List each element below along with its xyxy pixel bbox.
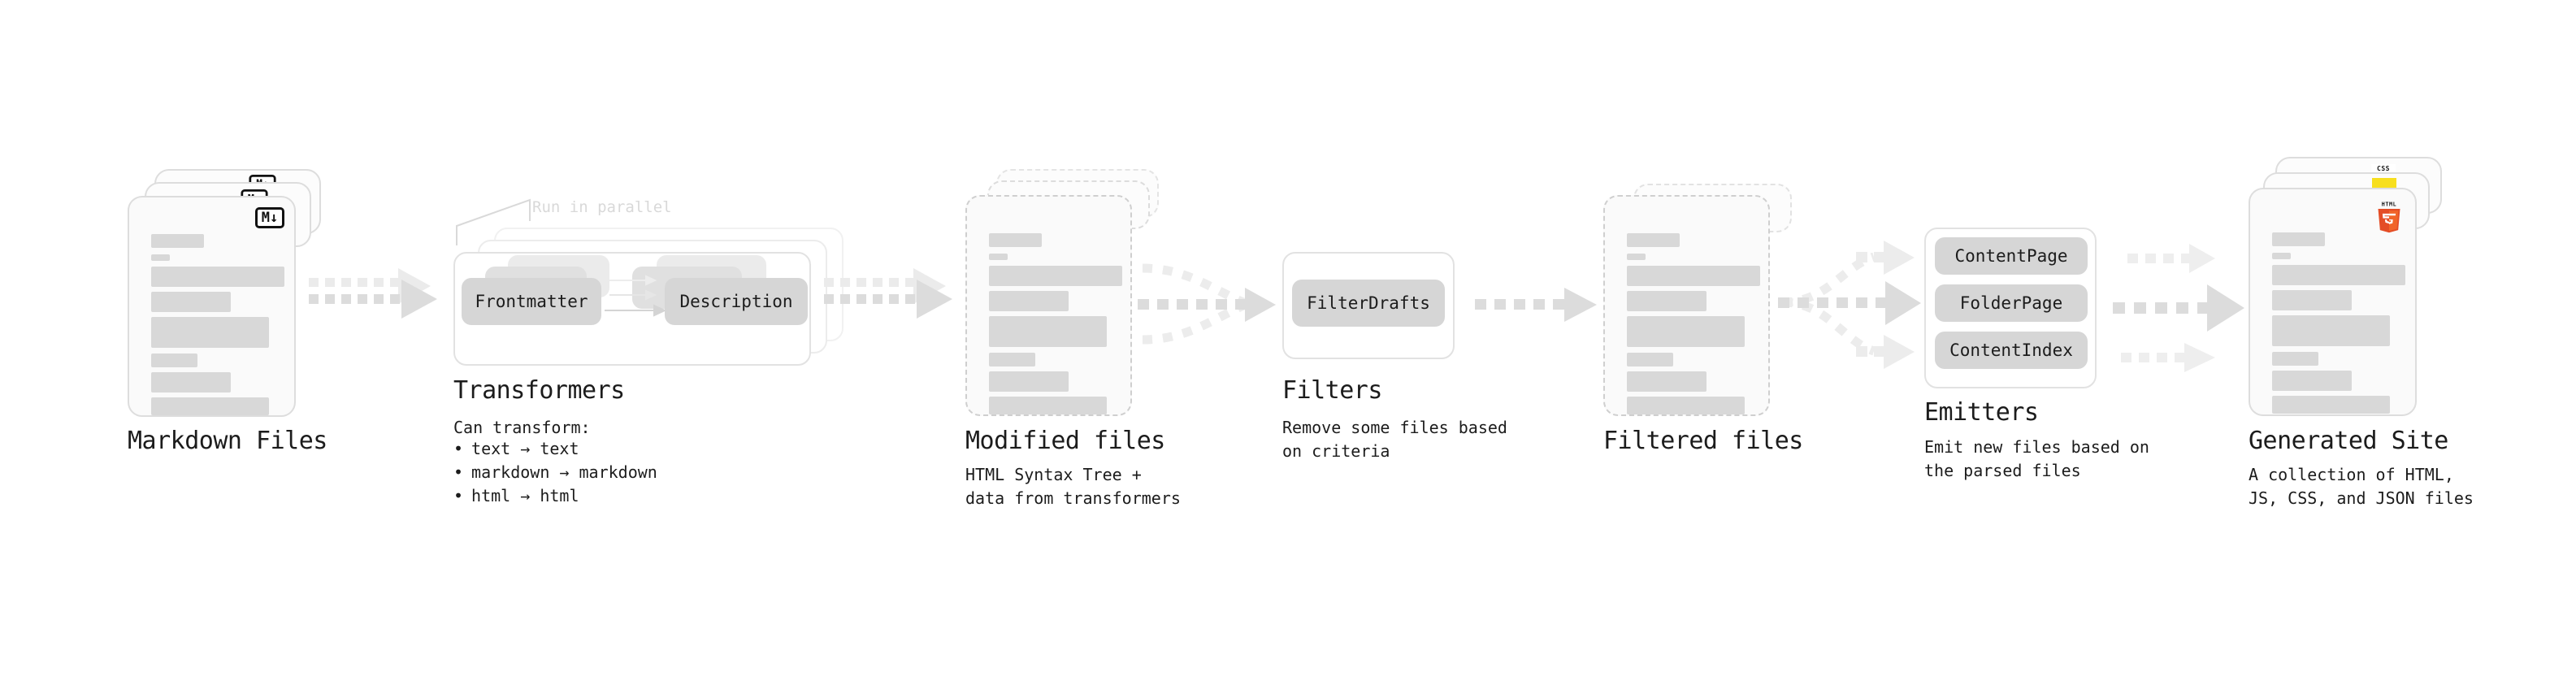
svg-text:HTML: HTML: [2382, 201, 2396, 207]
skeleton-bar: [2272, 253, 2291, 259]
skeleton-bar: [2272, 315, 2390, 346]
generated-site-subtitle: A collection of HTML, JS, CSS, and JSON …: [2249, 465, 2474, 508]
transformers-bullet-text: html → html: [471, 486, 579, 505]
emitter-chip-contentindex[interactable]: ContentIndex: [1935, 332, 2088, 369]
stage-title-emitters: Emitters: [1924, 398, 2039, 427]
skeleton-bar: [151, 372, 231, 393]
arrow-modified-to-filters: [1138, 263, 1276, 345]
skeleton-bar: [989, 371, 1069, 392]
transformers-bullet-list: • text → text • markdown → markdown • ht…: [453, 437, 657, 508]
skeleton-bar: [989, 254, 1008, 260]
emitters-subtitle: Emit new files based on the parsed files: [1924, 437, 2149, 480]
bullet-dot: •: [453, 439, 464, 458]
skeleton-bar: [989, 353, 1035, 367]
modified-file-card-front: [965, 195, 1132, 416]
arrow-filtered-to-emitters: [1778, 241, 1921, 369]
stage-title-filters: Filters: [1282, 376, 1382, 405]
skeleton-bar: [151, 267, 284, 287]
skeleton-bar: [2272, 265, 2405, 285]
filtered-file-card-front: [1603, 195, 1770, 416]
skeleton-bar: [151, 397, 269, 415]
stage-title-filtered-files: Filtered files: [1603, 427, 1803, 455]
skeleton-bar: [1627, 233, 1680, 247]
stage-title-transformers: Transformers: [453, 376, 625, 405]
skeleton-bar: [1627, 353, 1673, 367]
bullet-dot: •: [453, 486, 464, 505]
emitter-chip-contentpage[interactable]: ContentPage: [1935, 237, 2088, 275]
filter-chip-filterdrafts[interactable]: FilterDrafts: [1292, 280, 1445, 327]
skeleton-bar: [2272, 290, 2352, 310]
skeleton-bar: [989, 233, 1042, 247]
markdown-file-card-front: M↓: [128, 196, 296, 417]
skeleton-bar: [2272, 371, 2352, 391]
stage-title-modified-files: Modified files: [965, 427, 1165, 455]
arrow-transformers-to-modified: [824, 268, 952, 319]
arrow-emitters-to-site: [2113, 244, 2244, 372]
skeleton-bar: [151, 317, 269, 348]
markdown-icon: M↓: [255, 207, 284, 228]
html5-icon: HTML: [2378, 201, 2400, 233]
modified-files-subtitle: HTML Syntax Tree + data from transformer…: [965, 465, 1181, 508]
skeleton-bar: [151, 292, 231, 312]
run-in-parallel-label: Run in parallel: [532, 198, 672, 216]
skeleton-bar: [2272, 352, 2318, 366]
skeleton-bar: [1627, 316, 1745, 347]
skeleton-bar: [151, 254, 170, 261]
stage-title-markdown-files: Markdown Files: [128, 427, 327, 455]
transformers-bullet-text: markdown → markdown: [471, 462, 657, 482]
skeleton-bar: [1627, 397, 1745, 414]
transformer-chip-description[interactable]: Description: [665, 278, 808, 325]
run-in-parallel-bracket: [456, 198, 531, 245]
skeleton-bar: [151, 234, 204, 248]
arrow-markdown-to-transformers: [309, 268, 437, 319]
generated-file-card-html: HTML: [2249, 188, 2417, 416]
skeleton-bar: [989, 397, 1107, 414]
stage-title-generated-site: Generated Site: [2249, 427, 2448, 455]
skeleton-bar: [151, 354, 197, 367]
transformers-subtitle: Can transform:: [453, 418, 591, 437]
skeleton-bar: [1627, 266, 1760, 286]
filters-subtitle: Remove some files based on criteria: [1282, 418, 1507, 461]
transformers-bullet-text: text → text: [471, 439, 579, 458]
skeleton-bar: [1627, 254, 1646, 260]
transformer-chip-frontmatter[interactable]: Frontmatter: [462, 278, 601, 325]
skeleton-bar: [989, 266, 1122, 286]
emitter-chip-folderpage[interactable]: FolderPage: [1935, 284, 2088, 322]
skeleton-bar: [989, 316, 1107, 347]
bullet-dot: •: [453, 462, 464, 482]
arrow-filters-to-filtered: [1475, 288, 1597, 322]
transformer-inner-arrows: [605, 275, 667, 317]
skeleton-bar: [2272, 232, 2325, 246]
skeleton-bar: [989, 291, 1069, 311]
skeleton-bar: [1627, 291, 1706, 311]
skeleton-bar: [1627, 371, 1706, 392]
skeleton-bar: [2272, 396, 2390, 414]
